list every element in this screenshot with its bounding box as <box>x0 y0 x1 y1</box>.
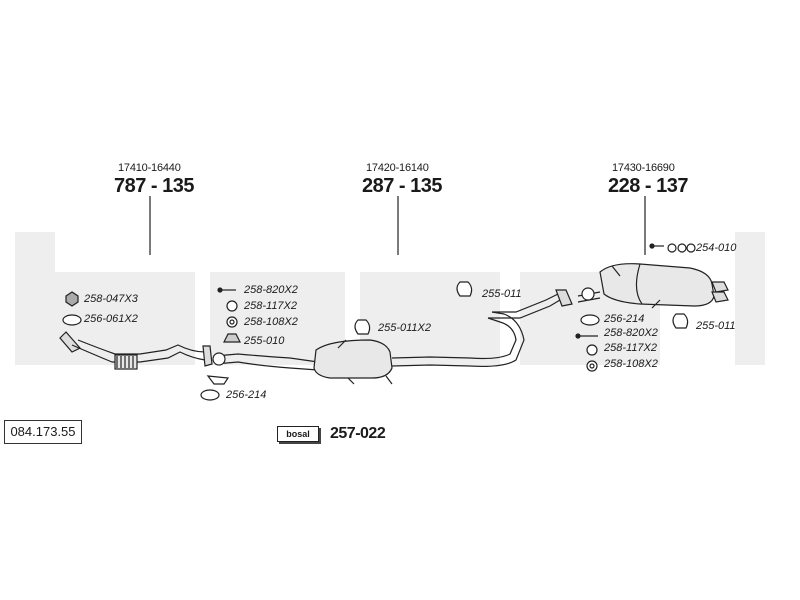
part-ref[interactable]: 255-010 <box>244 335 285 347</box>
front-pipe <box>59 331 81 353</box>
part-number-front[interactable]: 787 - 135 <box>114 175 195 197</box>
part-ref[interactable]: 254-010 <box>696 242 737 254</box>
part-ref[interactable]: 258-108X2 <box>604 358 658 370</box>
mid-flange <box>555 289 573 307</box>
bosal-logo: bosal <box>277 426 319 442</box>
tailpipe <box>711 281 729 303</box>
part-ref[interactable]: 256-061X2 <box>84 313 138 325</box>
hanger-icon <box>206 281 689 385</box>
mounting-kit-number[interactable]: 257-022 <box>330 425 386 442</box>
rear-silencer <box>599 263 715 307</box>
part-ref[interactable]: 255-011 <box>696 320 736 332</box>
part-ref[interactable]: 256-214 <box>226 389 267 401</box>
part-number-middle[interactable]: 287 - 135 <box>362 175 443 197</box>
flex-joint <box>114 354 138 370</box>
part-ref[interactable]: 258-047X3 <box>84 293 138 305</box>
watermark-l <box>735 232 765 365</box>
bolt-icon <box>217 287 241 343</box>
gasket-icon <box>62 291 82 326</box>
centre-silencer <box>313 339 393 379</box>
oem-number-front: 17410-16440 <box>118 162 181 174</box>
oem-number-middle: 17420-16140 <box>366 162 429 174</box>
nut-icon <box>649 243 696 253</box>
part-ref[interactable]: 258-820X2 <box>244 284 298 296</box>
part-ref[interactable]: 256-214 <box>604 313 645 325</box>
part-number-rear[interactable]: 228 - 137 <box>608 175 689 197</box>
front-flange <box>202 345 213 367</box>
part-ref[interactable]: 258-117X2 <box>604 342 658 354</box>
watermark-b <box>15 232 55 365</box>
flange-rear <box>581 287 595 301</box>
diagram-reference: 084.173.55 <box>4 420 82 444</box>
part-ref[interactable]: 258-117X2 <box>244 300 298 312</box>
flange-left <box>212 352 226 366</box>
part-ref[interactable]: 255-011 <box>482 288 522 300</box>
part-ref[interactable]: 255-011X2 <box>378 322 432 334</box>
oem-number-rear: 17430-16690 <box>612 162 675 174</box>
part-ref[interactable]: 258-108X2 <box>244 316 298 328</box>
part-ref[interactable]: 258-820X2 <box>604 327 658 339</box>
clamp-icon <box>200 314 600 401</box>
